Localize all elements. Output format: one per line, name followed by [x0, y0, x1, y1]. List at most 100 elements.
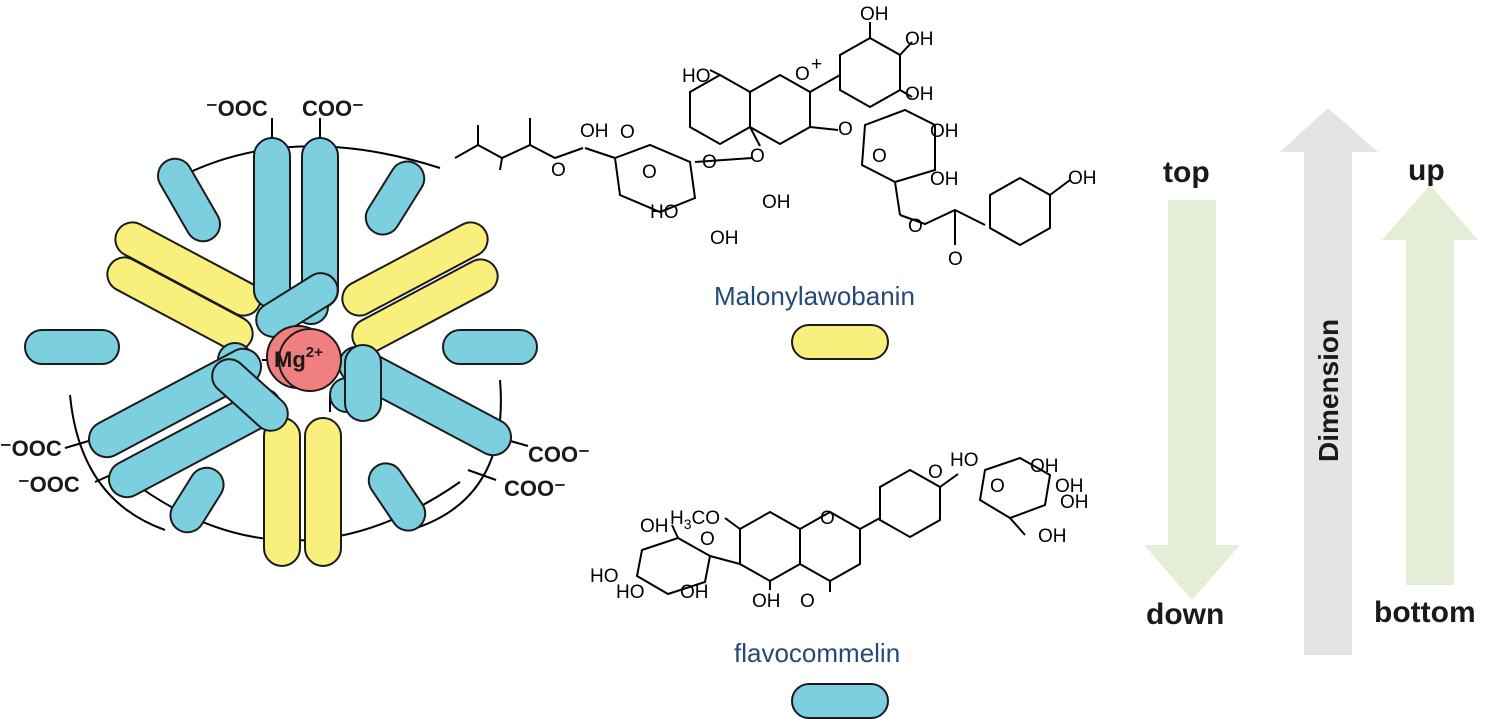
atom-label: H3CO: [670, 508, 720, 532]
blue-pill: [255, 272, 339, 338]
blue-pill: [367, 462, 427, 532]
atom-label: OH: [762, 192, 791, 213]
yellow-pill: [263, 417, 301, 567]
bottom-label: bottom: [1374, 596, 1476, 629]
blue-pill: [24, 329, 120, 365]
tail-left-upper: [64, 439, 93, 449]
atom-label: HO: [682, 66, 711, 87]
atom-label: OH: [1038, 526, 1067, 547]
carboxylate-label: ⁻OOC: [18, 472, 80, 497]
atom-label: OH: [1055, 476, 1084, 497]
ring-a: [739, 510, 801, 583]
atom-label: O: [750, 146, 765, 167]
bond: [724, 517, 741, 530]
bond: [899, 41, 913, 56]
bond: [859, 517, 881, 530]
atom-label: OH: [930, 121, 959, 142]
ring-c: [749, 73, 811, 146]
blue-pill: [157, 157, 221, 243]
glc2-ring: [978, 456, 1052, 520]
atom-label: O: [838, 119, 853, 140]
carboxylate-label: COO⁻: [302, 96, 364, 121]
blue-pill: [442, 329, 538, 365]
coumaroyl-chain: [899, 208, 986, 226]
bond: [894, 181, 901, 216]
atom-label: OH: [710, 228, 739, 249]
atom-label: HO: [616, 582, 645, 603]
bond: [499, 157, 503, 171]
atom-label: OH: [752, 591, 781, 612]
bond: [694, 157, 753, 163]
atom-label: OH: [905, 29, 934, 50]
sugar-1: [613, 143, 697, 214]
ring-a: [689, 73, 751, 146]
metal-complex: Mg2+ ⁻OOC COO⁻ ⁻OOC ⁻OOC COO⁻ COO⁻: [0, 96, 590, 567]
yellow-pill: [351, 258, 499, 354]
atom-label: OH: [1060, 492, 1089, 513]
bond: [709, 69, 721, 76]
bond: [749, 126, 761, 147]
bond: [899, 89, 913, 98]
atom-label: O: [702, 152, 717, 173]
metal-ion: [278, 328, 342, 392]
yellow-pill: [341, 221, 489, 317]
bond: [671, 524, 679, 539]
atom-label: O: [908, 216, 923, 237]
blue-pill: [364, 160, 426, 236]
carboxylate-label: ⁻OOC: [0, 436, 62, 461]
down-label: down: [1146, 598, 1224, 631]
yellow-pill: [106, 256, 254, 352]
atom-label: OH: [580, 121, 609, 142]
carboxylate-label: COO⁻: [528, 442, 590, 467]
atom-label: O: [800, 591, 815, 612]
ring-b: [839, 36, 901, 109]
malonylawobanin-structure: OH OH OH HO O + O O OH O O O O HO OH OH …: [454, 4, 1097, 360]
bond: [1049, 179, 1071, 196]
phenol-ring: [989, 176, 1051, 247]
flavocommelin-structure: H3CO O O OH O OH O HO HO OH HO OH O OH O…: [590, 450, 1089, 719]
atom-label: +: [811, 54, 822, 75]
atom-label: O: [990, 476, 1005, 497]
blue-pill: [253, 137, 291, 309]
atom-label: OH: [905, 84, 934, 105]
atom-label: O: [948, 249, 963, 270]
dimension-arrows: top down up bottom Dimension: [1144, 108, 1478, 655]
atom-label: OH: [680, 582, 709, 603]
bond: [454, 144, 479, 159]
molecule-name: flavocommelin: [734, 638, 900, 668]
sugar-2: [860, 108, 936, 184]
dimension-label: Dimension: [1313, 319, 1344, 462]
yellow-pill: [304, 417, 342, 567]
atom-label: O: [620, 122, 635, 143]
carboxylate-label: COO⁻: [504, 476, 566, 501]
right-arc: [409, 379, 502, 531]
atom-label: OH: [1068, 168, 1097, 189]
atom-label: HO: [950, 450, 979, 471]
tail-right-lower: [467, 469, 497, 481]
atom-label: OH: [860, 4, 889, 25]
legend-yellow-pill: [791, 324, 889, 360]
bond: [809, 126, 839, 131]
up-arrow: [1382, 185, 1478, 585]
atom-label: O: [928, 462, 943, 483]
blue-pill: [211, 358, 289, 432]
molecule-name: Malonylawobanin: [714, 281, 915, 311]
atom-label: HO: [590, 566, 619, 587]
blue-pill: [344, 344, 382, 422]
top-label: top: [1163, 156, 1210, 189]
malonyl-chain: [477, 143, 584, 160]
bond: [584, 147, 616, 159]
atom-label: HO: [650, 202, 679, 223]
atom-label: OH: [640, 516, 669, 537]
up-label: up: [1408, 154, 1445, 187]
metal-label: Mg2+: [274, 344, 323, 372]
legend-blue-pill: [791, 683, 889, 719]
bond: [709, 555, 741, 565]
atom-label: O: [820, 508, 835, 529]
atom-label: OH: [930, 169, 959, 190]
atom-label: O: [795, 64, 810, 85]
down-arrow: [1144, 200, 1240, 600]
atom-label: O: [872, 146, 887, 167]
bond: [1009, 517, 1026, 536]
